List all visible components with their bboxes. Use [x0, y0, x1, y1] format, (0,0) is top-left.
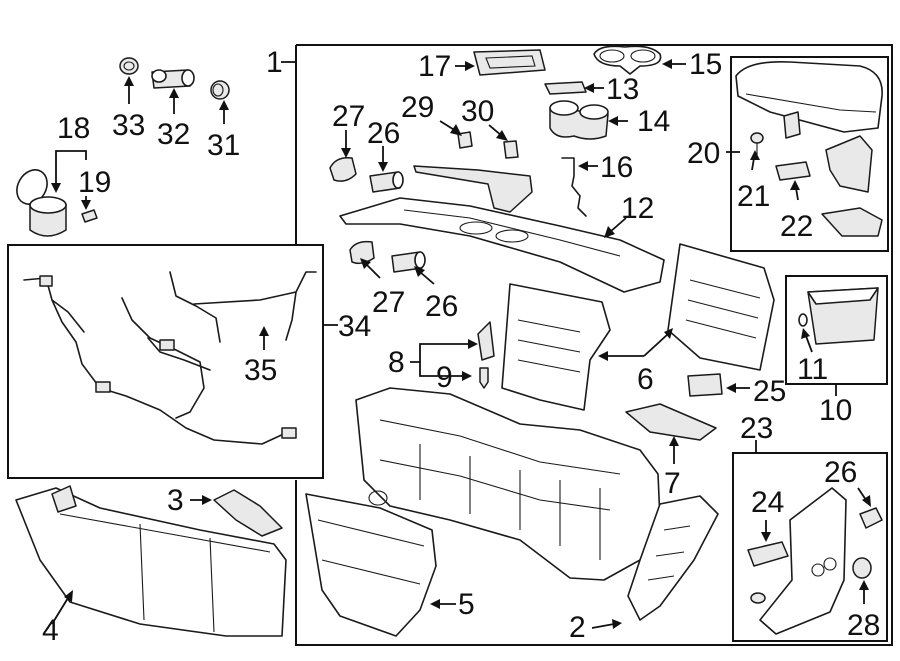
- leader-lines: [51, 59, 871, 629]
- callout-4: 4: [42, 614, 59, 647]
- callout-18: 18: [57, 112, 90, 145]
- part-34-harness: [23, 271, 317, 445]
- callout-8: 8: [388, 346, 405, 379]
- part-13-mat: [544, 81, 587, 95]
- callout-26-side: 26: [824, 456, 857, 489]
- part-5-panel: [305, 493, 437, 637]
- callout-27-lower: 27: [372, 286, 405, 319]
- part-screw-lower: [750, 592, 766, 604]
- part-19-plug: [81, 209, 98, 223]
- part-armrest-latch: [821, 207, 883, 237]
- armrest-frame: [730, 56, 889, 252]
- part-33-cap: [119, 57, 139, 75]
- part-26-outlet-side: [859, 507, 883, 529]
- callout-26-lower: 26: [425, 290, 458, 323]
- part-7-plate: [625, 403, 717, 441]
- part-2-bracket: [627, 495, 719, 621]
- callout-13: 13: [606, 73, 639, 106]
- callout-3: 3: [167, 484, 184, 517]
- part-28-cap: [852, 557, 872, 579]
- part-24-switch: [747, 541, 789, 567]
- callout-11: 11: [797, 353, 828, 386]
- callout-6: 6: [637, 363, 654, 396]
- part-armrest-hinge: [825, 135, 873, 193]
- callout-14: 14: [637, 105, 670, 138]
- callout-17: 17: [418, 50, 451, 83]
- callout-20: 20: [687, 137, 720, 170]
- part-27-cover-upper: [329, 156, 357, 182]
- callout-15: 15: [689, 48, 722, 81]
- side-panel-frame: [732, 452, 888, 642]
- part-30-switch: [503, 140, 519, 159]
- part-6-side-panels: [501, 243, 775, 411]
- part-bracket-upper: [413, 165, 533, 213]
- callout-28: 28: [847, 609, 880, 642]
- callout-31: 31: [207, 129, 240, 162]
- callout-32: 32: [157, 118, 190, 151]
- callout-24: 24: [751, 486, 784, 519]
- callout-9: 9: [436, 361, 453, 394]
- part-8-clip: [477, 321, 495, 361]
- part-4-trim-panel: [15, 485, 287, 637]
- part-12-console-top: [339, 197, 665, 293]
- part-31-cap: [210, 80, 230, 100]
- callout-16: 16: [600, 151, 633, 184]
- wiring-harness-frame: [7, 244, 324, 479]
- callout-29: 29: [401, 91, 434, 124]
- callout-19: 19: [78, 166, 111, 199]
- part-3-clip: [213, 489, 283, 537]
- callout-10: 10: [819, 394, 852, 427]
- part-16-harness: [561, 157, 587, 217]
- main-assembly-frame: [281, 44, 893, 646]
- callout-30: 30: [461, 95, 494, 128]
- part-26-outlet-upper: [369, 171, 404, 193]
- part-20-armrest: [735, 60, 883, 139]
- callout-2: 2: [569, 611, 586, 644]
- callout-34: 34: [338, 310, 371, 343]
- callout-22: 22: [780, 210, 813, 243]
- part-11-clip: [798, 313, 808, 327]
- part-23-side-trim: [759, 487, 847, 635]
- part-21-screw: [750, 132, 764, 155]
- callout-12: 12: [621, 192, 654, 225]
- callout-26-upper: 26: [367, 117, 400, 150]
- callout-23: 23: [740, 412, 773, 445]
- part-27-cover-lower: [349, 240, 375, 265]
- callout-labels: 1 2 3 4 5 6 7 8 9 10 11 12 13 14 15 16 1…: [42, 46, 880, 647]
- callout-25: 25: [753, 375, 786, 408]
- part-15-trim: [593, 45, 662, 75]
- callout-35: 35: [244, 354, 277, 387]
- part-17-bezel: [473, 49, 546, 76]
- part-18-cup: [16, 169, 67, 237]
- callout-5: 5: [458, 588, 475, 621]
- callout-7: 7: [664, 467, 681, 500]
- part-14-cupholder: [549, 100, 609, 140]
- part-29-switch: [457, 131, 473, 149]
- callout-33: 33: [112, 109, 145, 142]
- part-9-pin: [479, 367, 489, 389]
- callout-1: 1: [266, 46, 283, 79]
- callout-27-upper: 27: [332, 100, 365, 133]
- part-22-bracket: [775, 161, 811, 181]
- part-25-switch: [687, 373, 723, 397]
- part-10-tray: [807, 287, 879, 345]
- part-32-socket: [151, 69, 195, 89]
- callout-21: 21: [737, 180, 770, 213]
